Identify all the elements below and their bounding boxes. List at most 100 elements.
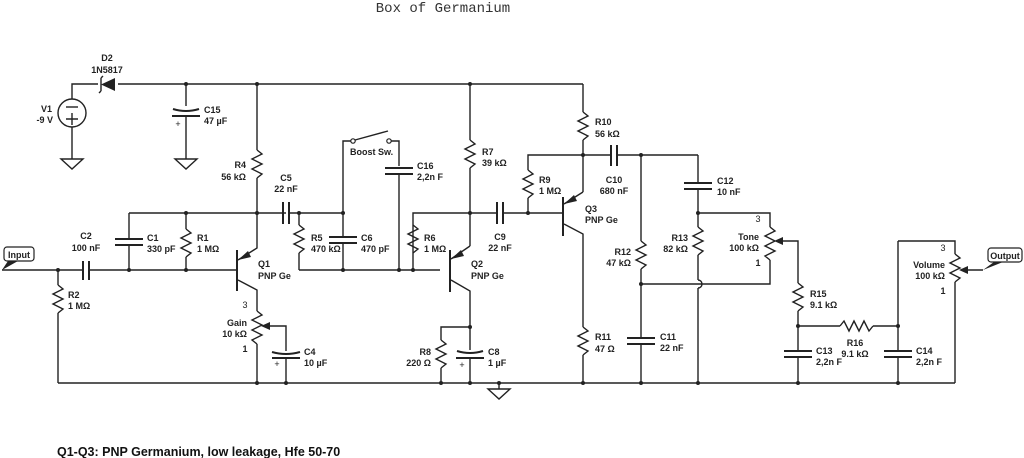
resistor-r11: R11 47 Ω: [576, 326, 615, 383]
resistor-r16: R16 9.1 kΩ: [798, 319, 900, 359]
r7-ref: R7: [482, 147, 494, 157]
c4-ref: C4: [304, 347, 316, 357]
output-label: Output: [990, 251, 1020, 261]
volume-ref: Volume: [913, 260, 945, 270]
r9-value: 1 MΩ: [539, 186, 561, 196]
r2-ref: R2: [68, 290, 80, 300]
resistor-r9: R9 1 MΩ: [521, 154, 583, 213]
r10-value: 56 kΩ: [595, 129, 620, 139]
d2-ref: D2: [101, 53, 113, 63]
c6-ref: C6: [361, 233, 373, 243]
transistor-note: Q1-Q3: PNP Germanium, low leakage, Hfe 5…: [57, 445, 340, 458]
output-port[interactable]: Output: [983, 247, 1023, 270]
transistor-q3: Q3 PNP Ge: [562, 191, 618, 327]
potentiometer-gain: 3 1 Gain 10 kΩ: [222, 300, 287, 383]
r9-ref: R9: [539, 175, 551, 185]
r7-value: 39 kΩ: [482, 158, 507, 168]
gain-pin1: 1: [242, 344, 247, 354]
c5-value: 22 nF: [274, 184, 298, 194]
capacitor-c13: C13 2,2n F: [784, 346, 843, 383]
r12-value: 47 kΩ: [606, 258, 631, 268]
transistor-q1: Q1 PNP Ge: [236, 213, 291, 302]
c12-value: 10 nF: [717, 187, 741, 197]
capacitor-c5: C5 22 nF: [274, 173, 345, 224]
c6-value: 470 pF: [361, 244, 390, 254]
capacitor-c6: C6 470 pF: [329, 213, 390, 270]
c9-ref: C9: [494, 232, 506, 242]
schematic-title: Box of Germanium: [376, 1, 510, 17]
gain-ref: Gain: [227, 318, 247, 328]
c4-value: 10 µF: [304, 358, 328, 368]
capacitor-c1: C1 330 pF: [115, 213, 176, 270]
voltage-source-v1: V1 -9 V: [36, 98, 87, 170]
r16-value: 9.1 kΩ: [841, 349, 868, 359]
input-wiring: C2 100 nF: [2, 231, 237, 280]
c2-value: 100 nF: [72, 243, 101, 253]
r5-value: 470 kΩ: [311, 244, 341, 254]
q1-ref: Q1: [258, 259, 270, 269]
c8-value: 1 µF: [488, 358, 507, 368]
c14-value: 2,2n F: [916, 357, 943, 367]
r15-ref: R15: [810, 289, 827, 299]
capacitor-c8: + C8 1 µF: [456, 327, 507, 383]
r4-ref: R4: [234, 160, 246, 170]
c15-value: 47 µF: [204, 116, 228, 126]
c12-ref: C12: [717, 176, 734, 186]
c16-ref: C16: [417, 161, 434, 171]
q2-value: PNP Ge: [471, 271, 504, 281]
svg-text:+: +: [274, 359, 279, 369]
gain-value: 10 kΩ: [222, 329, 247, 339]
ground-icon: [487, 382, 511, 400]
r11-value: 47 Ω: [595, 344, 615, 354]
c11-value: 22 nF: [660, 343, 684, 353]
resistor-r4: R4 56 kΩ: [221, 84, 264, 212]
v1-ref: V1: [41, 104, 52, 114]
capacitor-c15: + C15 47 µF: [172, 84, 228, 170]
r6-ref: R6: [424, 233, 436, 243]
tone-pin3: 3: [755, 214, 760, 224]
tone-ref: Tone: [738, 232, 759, 242]
c10-value: 680 nF: [600, 186, 629, 196]
boost-switch[interactable]: Boost Sw.: [342, 130, 400, 213]
q3-value: PNP Ge: [585, 215, 618, 225]
input-port[interactable]: Input: [2, 246, 35, 270]
c16-value: 2,2n F: [417, 172, 444, 182]
capacitor-c14: C14 2,2n F: [884, 241, 943, 383]
resistor-r13: R13 82 kΩ: [663, 213, 705, 383]
svg-text:+: +: [175, 119, 180, 129]
capacitor-c11: C11 22 nF: [627, 332, 684, 383]
c8-ref: C8: [488, 347, 500, 357]
resistor-r10: R10 56 kΩ: [576, 111, 620, 192]
volume-value: 100 kΩ: [915, 271, 945, 281]
capacitor-c9: C9 22 nF: [470, 202, 563, 253]
potentiometer-tone: 3 1 Tone 100 kΩ: [641, 212, 799, 285]
diode-d2: D2 1N5817: [91, 53, 123, 94]
r13-ref: R13: [671, 233, 688, 243]
capacitor-c16: C16 2,2n F: [385, 161, 444, 270]
resistor-r5: R5 470 kΩ: [292, 213, 440, 272]
volume-pin1: 1: [940, 286, 945, 296]
c1-ref: C1: [147, 233, 159, 243]
d2-value: 1N5817: [91, 65, 123, 75]
resistor-r7: R7 39 kΩ: [463, 84, 507, 246]
q2-ref: Q2: [471, 259, 483, 269]
c5-ref: C5: [280, 173, 292, 183]
c14-ref: C14: [916, 346, 933, 356]
r8-value: 220 Ω: [406, 358, 431, 368]
resistor-r8: R8 220 Ω: [406, 325, 472, 383]
resistor-r12: R12 47 kΩ: [606, 155, 648, 338]
resistor-r1: R1 1 MΩ: [179, 213, 219, 270]
r12-ref: R12: [614, 247, 631, 257]
r5-ref: R5: [311, 233, 323, 243]
r16-ref: R16: [847, 338, 864, 348]
r1-value: 1 MΩ: [197, 244, 219, 254]
c2-ref: C2: [80, 231, 92, 241]
r2-value: 1 MΩ: [68, 301, 90, 311]
r10-ref: R10: [595, 117, 612, 127]
supply-rail: [71, 82, 584, 112]
q1-value: PNP Ge: [258, 271, 291, 281]
tone-pin1: 1: [755, 258, 760, 268]
r4-value: 56 kΩ: [221, 172, 246, 182]
resistor-r2: R2 1 MΩ: [51, 270, 90, 383]
